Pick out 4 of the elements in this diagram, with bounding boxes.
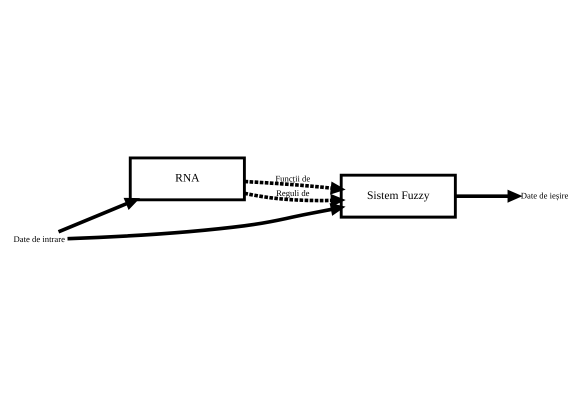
edge-label: Reguli de (276, 188, 310, 198)
node-text: Date de ieșire (520, 190, 568, 200)
node-text: Date de intrare (14, 234, 65, 244)
edge-label: Funcții de (275, 173, 310, 184)
